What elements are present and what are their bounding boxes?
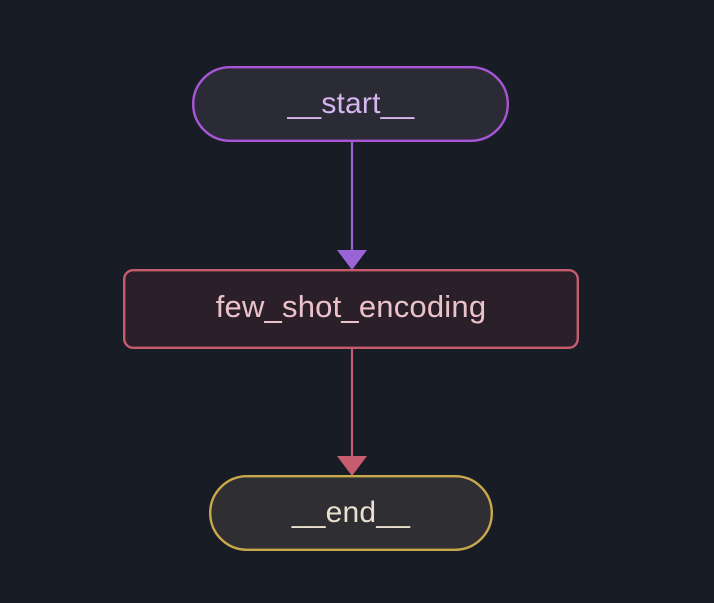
node-few-shot-encoding-label: few_shot_encoding <box>216 289 487 324</box>
node-start[interactable]: __start__ <box>191 65 510 142</box>
node-end-shape[interactable] <box>208 475 494 552</box>
node-start-shape[interactable] <box>191 65 510 142</box>
node-few-shot-encoding-shape[interactable] <box>122 269 580 350</box>
node-end-label: __end__ <box>291 496 411 529</box>
edge-start-to-few-shot-encoding <box>337 141 367 270</box>
node-start-label: __start__ <box>287 87 416 120</box>
arrowhead-icon <box>337 456 367 476</box>
node-few-shot-encoding[interactable]: few_shot_encoding <box>122 269 580 350</box>
edge-few-shot-encoding-to-end <box>337 348 367 476</box>
arrowhead-icon <box>337 250 367 270</box>
node-end[interactable]: __end__ <box>208 475 494 552</box>
